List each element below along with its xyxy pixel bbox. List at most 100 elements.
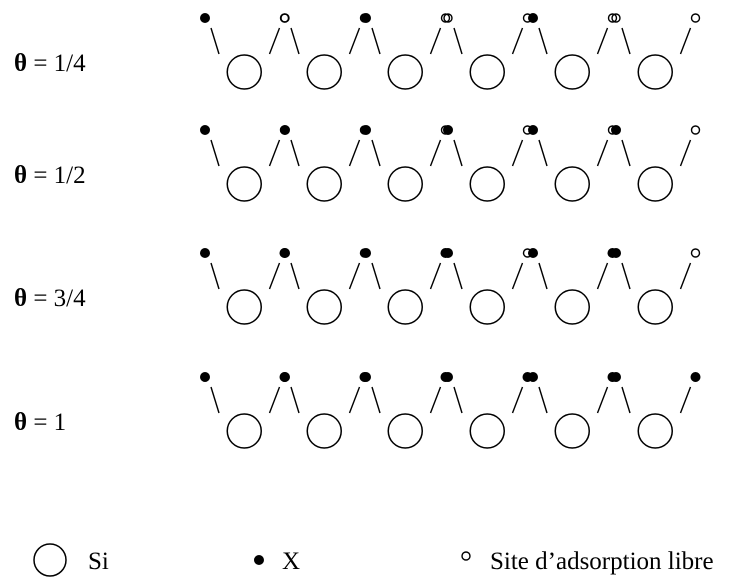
si-unit (443, 248, 533, 325)
free-site (690, 13, 701, 23)
si-atom (554, 166, 590, 202)
si-atom (469, 289, 505, 325)
free-site (690, 125, 701, 135)
legend-free-site-label: Site d’adsorption libre (490, 548, 714, 575)
adsorbate-x (690, 372, 701, 382)
bond-line (290, 27, 300, 55)
legend-x-label: X (282, 548, 300, 575)
si-atom (637, 289, 673, 325)
coverage-value: 1/2 (54, 162, 86, 189)
bond-line (596, 27, 609, 55)
bond-line (511, 139, 524, 167)
si-unit (528, 248, 618, 325)
bond-line (538, 386, 548, 414)
coverage-row: θ = 3/4 (14, 248, 701, 325)
si-atom (226, 166, 262, 202)
bond-line (511, 27, 524, 55)
theta-symbol: θ (14, 162, 27, 189)
adsorbate-x (528, 13, 538, 23)
adsorbate-x (361, 13, 371, 23)
si-unit (361, 13, 451, 90)
si-atom (387, 413, 423, 449)
coverage-equals: = (27, 409, 54, 436)
bond-line (511, 262, 524, 290)
adsorbate-x (611, 372, 621, 382)
si-atom (637, 166, 673, 202)
si-atom (387, 166, 423, 202)
bond-line (348, 386, 361, 414)
bond-line (429, 262, 442, 290)
bond-line (348, 139, 361, 167)
si-unit (280, 372, 370, 449)
coverage-row: θ = 1/4 (14, 13, 701, 90)
bond-line (290, 262, 300, 290)
adsorbate-x (200, 248, 210, 258)
bond-line (621, 139, 631, 167)
adsorbate-x (361, 248, 371, 258)
adsorbate-x (361, 372, 371, 382)
si-unit (443, 125, 533, 202)
si-atom (554, 54, 590, 90)
bond-line (371, 27, 381, 55)
adsorbate-x (200, 13, 210, 23)
free-site (690, 248, 701, 258)
bond-line (210, 262, 220, 290)
adsorbate-x (280, 372, 290, 382)
coverage-label: θ = 1 (14, 409, 66, 436)
bond-line (290, 386, 300, 414)
bond-line (371, 262, 381, 290)
bond-line (679, 139, 692, 167)
bond-line (210, 139, 220, 167)
bond-line (348, 262, 361, 290)
bond-line (679, 386, 692, 414)
coverage-rows: θ = 1/4θ = 1/2θ = 3/4θ = 1 (14, 13, 701, 449)
bond-line (621, 27, 631, 55)
si-unit (361, 125, 451, 202)
si-atom (306, 413, 342, 449)
si-unit (443, 372, 533, 449)
bond-line (371, 386, 381, 414)
coverage-value: 3/4 (54, 285, 86, 312)
si-atom (637, 413, 673, 449)
coverage-value: 1 (54, 409, 67, 436)
si-atom (387, 54, 423, 90)
coverage-value: 1/4 (54, 50, 86, 77)
legend-si-label: Si (88, 548, 109, 575)
bond-line (210, 386, 220, 414)
si-unit (611, 13, 701, 90)
si-atom (306, 54, 342, 90)
bond-line (210, 27, 220, 55)
bond-line (268, 27, 281, 55)
si-atom (469, 54, 505, 90)
bond-line (511, 386, 524, 414)
si-unit (528, 372, 618, 449)
si-unit (611, 248, 701, 325)
si-atom (387, 289, 423, 325)
free-site (607, 13, 618, 23)
si-atom (637, 54, 673, 90)
bond-line (290, 139, 300, 167)
si-unit (200, 248, 290, 325)
legend-x-symbol (254, 555, 264, 565)
si-unit (361, 248, 451, 325)
si-atom (469, 413, 505, 449)
bond-line (538, 139, 548, 167)
bond-line (371, 139, 381, 167)
si-unit (361, 372, 451, 449)
si-atom (226, 413, 262, 449)
adsorbate-x (611, 125, 621, 135)
bond-line (268, 386, 281, 414)
bond-line (348, 27, 361, 55)
adsorbate-x (528, 125, 538, 135)
si-unit (528, 13, 618, 90)
si-atom (554, 413, 590, 449)
coverage-row: θ = 1 (14, 372, 701, 449)
si-unit (200, 372, 290, 449)
si-unit (280, 125, 370, 202)
coverage-label: θ = 1/2 (14, 162, 86, 189)
bond-line (268, 139, 281, 167)
coverage-row: θ = 1/2 (14, 125, 701, 202)
theta-symbol: θ (14, 50, 27, 77)
si-atom (226, 289, 262, 325)
